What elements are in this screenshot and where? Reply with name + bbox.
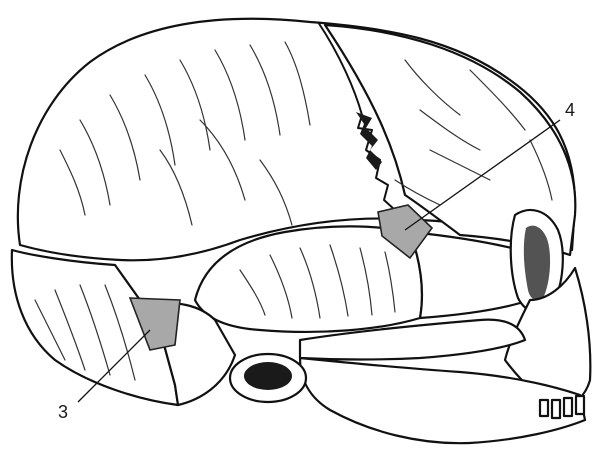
label-3: 3 — [58, 402, 68, 422]
label-4: 4 — [565, 100, 575, 120]
ear-canal-inner — [244, 362, 292, 390]
